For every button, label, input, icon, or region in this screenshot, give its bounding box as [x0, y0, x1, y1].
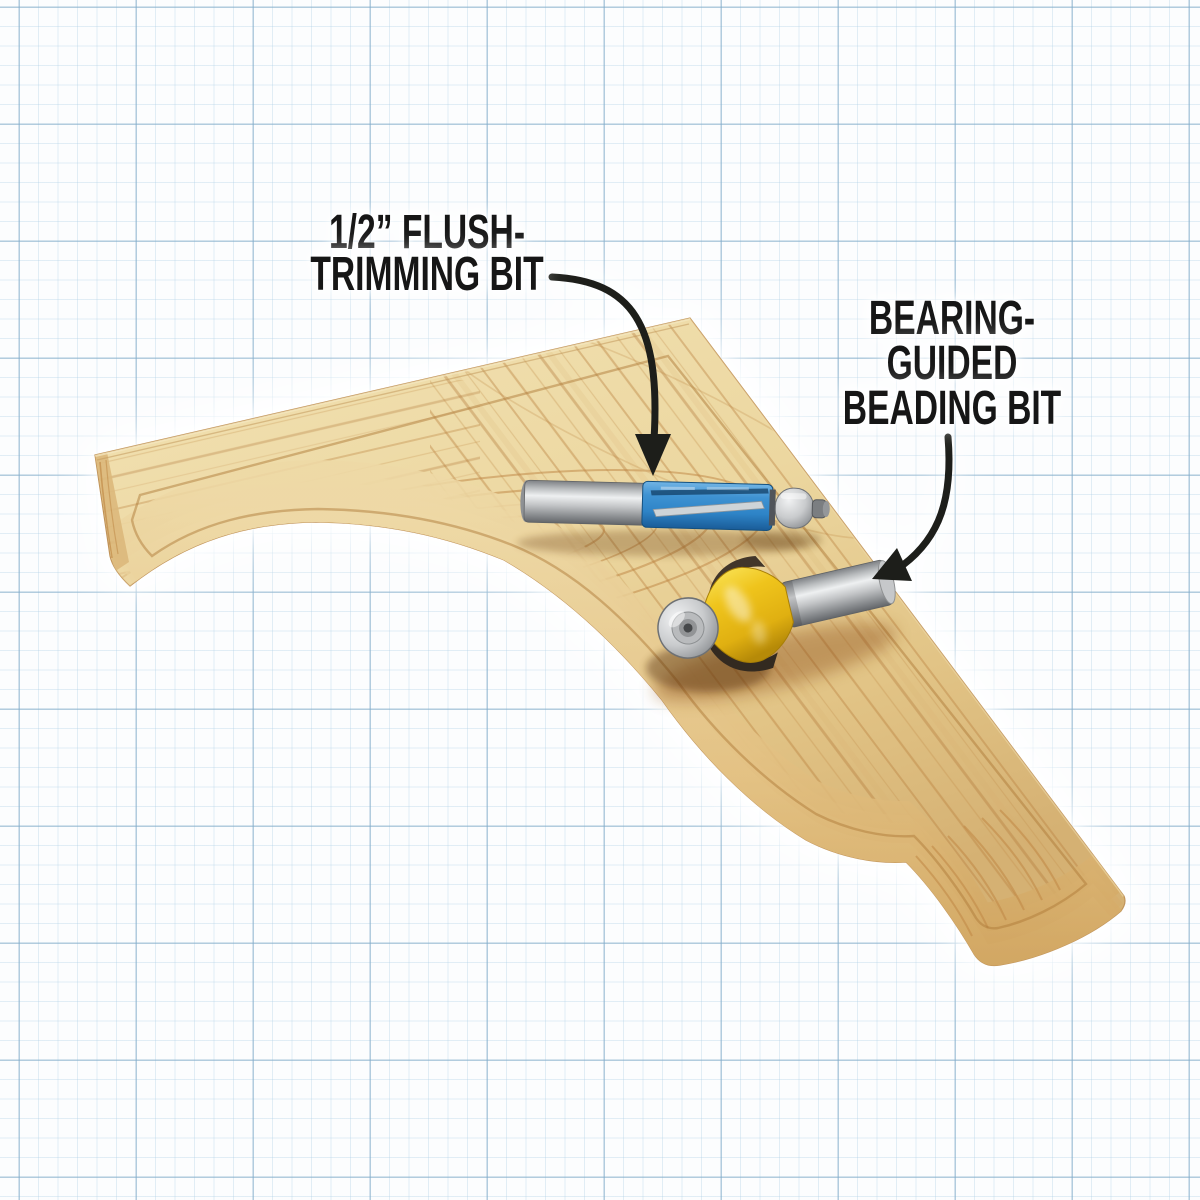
cutter-flute	[652, 500, 765, 517]
cutting-edge-top	[708, 555, 766, 610]
bead-groove	[130, 354, 1088, 930]
beading-arrowhead-icon	[872, 548, 912, 581]
beading-arrow	[899, 433, 953, 569]
cutter-slot	[650, 488, 769, 496]
left-end-face	[95, 452, 129, 572]
callout-label-beading-bit: BEARING- GUIDED BEADING BIT	[805, 292, 1099, 435]
callout-line: TRIMMING BIT	[310, 248, 544, 301]
wood-edge-band	[126, 483, 1108, 966]
flush-trim-arrow	[548, 273, 659, 444]
foot-end-grain	[915, 809, 1061, 937]
callout-arrows	[548, 273, 953, 581]
flush-trimming-bit	[520, 479, 830, 531]
callout-line: 1/2” FLUSH-	[328, 206, 526, 259]
bearing-center-hole	[683, 623, 693, 633]
beading-bit	[657, 555, 896, 672]
callout-label-flush-trimming-bit: 1/2” FLUSH- TRIMMING BIT	[280, 206, 574, 301]
callout-line: GUIDED	[886, 337, 1018, 390]
callout-line: BEADING BIT	[842, 382, 1062, 435]
bearing-gap	[768, 489, 776, 526]
flush-trim-arrowhead-icon	[635, 434, 671, 476]
bit-shank	[523, 479, 650, 526]
callout-line: BEARING-	[868, 292, 1036, 345]
